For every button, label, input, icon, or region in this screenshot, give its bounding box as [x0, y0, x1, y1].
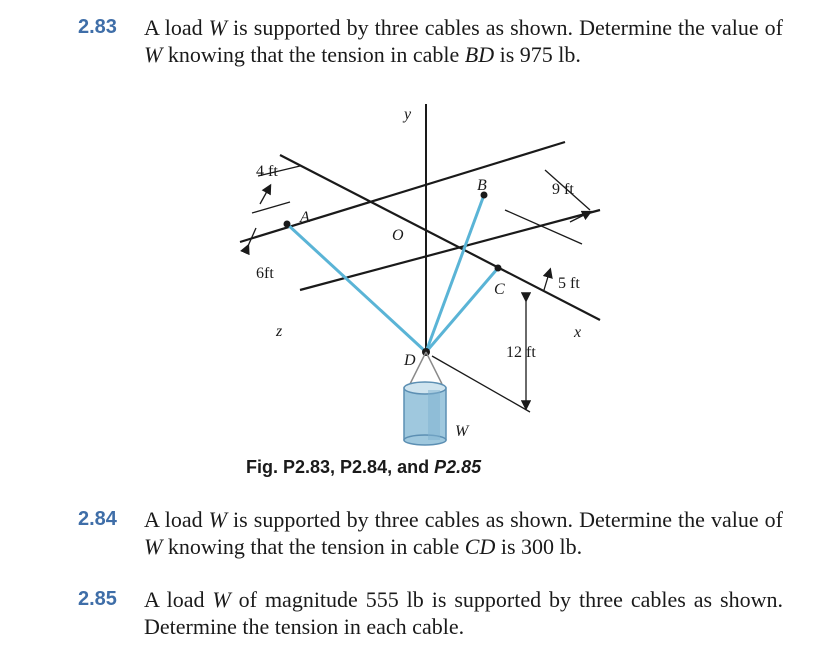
problem-2-84: 2.84 A load W is supported by three cabl… — [78, 506, 783, 560]
problem-number: 2.84 — [78, 508, 117, 530]
label-dim-9ft: 9 ft — [552, 181, 574, 198]
problem-statement: A load W is supported by three cables as… — [144, 507, 783, 559]
dimension-right — [504, 169, 593, 291]
problem-statement: A load W is supported by three cables as… — [144, 15, 783, 67]
bucket-hanger — [409, 351, 443, 385]
cable-AD — [285, 222, 428, 354]
label-point-C: C — [494, 281, 505, 298]
dim-5ft-arrow — [542, 267, 553, 291]
problem-number: 2.85 — [78, 588, 117, 610]
beam-lower — [299, 208, 601, 292]
point-B — [480, 191, 488, 199]
dim-12ft-ext — [431, 355, 531, 413]
bucket-shade — [428, 390, 440, 440]
dim-6ft-arrow — [240, 227, 257, 256]
dim-4ft-bottom — [251, 201, 291, 214]
dim-9ft-line — [504, 209, 583, 245]
label-load-W: W — [455, 423, 470, 440]
dim-4ft-top — [257, 165, 301, 177]
label-point-A: A — [299, 209, 310, 226]
dim-4ft-arrow — [259, 183, 272, 205]
label-dim-4ft: 4 ft — [256, 163, 278, 180]
load-bucket — [403, 381, 447, 446]
label-dim-5ft: 5 ft — [558, 275, 580, 292]
problem-2-83: 2.83 A load W is supported by three cabl… — [78, 14, 783, 68]
figure-caption: Fig. P2.83, P2.84, and P2.85 — [246, 457, 482, 477]
cable-BD — [424, 194, 486, 353]
dimension-12ft — [431, 292, 532, 413]
label-y-axis: y — [402, 106, 412, 123]
dim-9ft-arrow — [569, 210, 593, 223]
label-point-D: D — [403, 352, 416, 369]
label-z-axis: z — [275, 323, 283, 340]
problem-statement: A load W of magnitude 555 lb is supporte… — [144, 587, 783, 639]
cables — [285, 194, 500, 354]
problem-number: 2.83 — [78, 16, 117, 38]
beam-front — [279, 154, 601, 321]
point-C — [494, 264, 502, 272]
hanger-left — [409, 351, 427, 385]
cable-CD — [424, 267, 500, 353]
point-A — [283, 220, 291, 228]
dim-9ft-ext — [544, 169, 591, 211]
dimension-left — [240, 165, 301, 256]
beam-back — [239, 140, 566, 244]
label-dim-6ft: 6ft — [256, 265, 274, 282]
label-point-B: B — [477, 177, 487, 194]
label-point-O: O — [392, 227, 404, 244]
support-frame — [239, 140, 601, 321]
label-dim-12ft: 12 ft — [506, 344, 536, 361]
hanger-right — [425, 351, 443, 385]
label-x-axis: x — [573, 324, 581, 341]
problem-2-85: 2.85 A load W of magnitude 555 lb is sup… — [78, 586, 783, 640]
